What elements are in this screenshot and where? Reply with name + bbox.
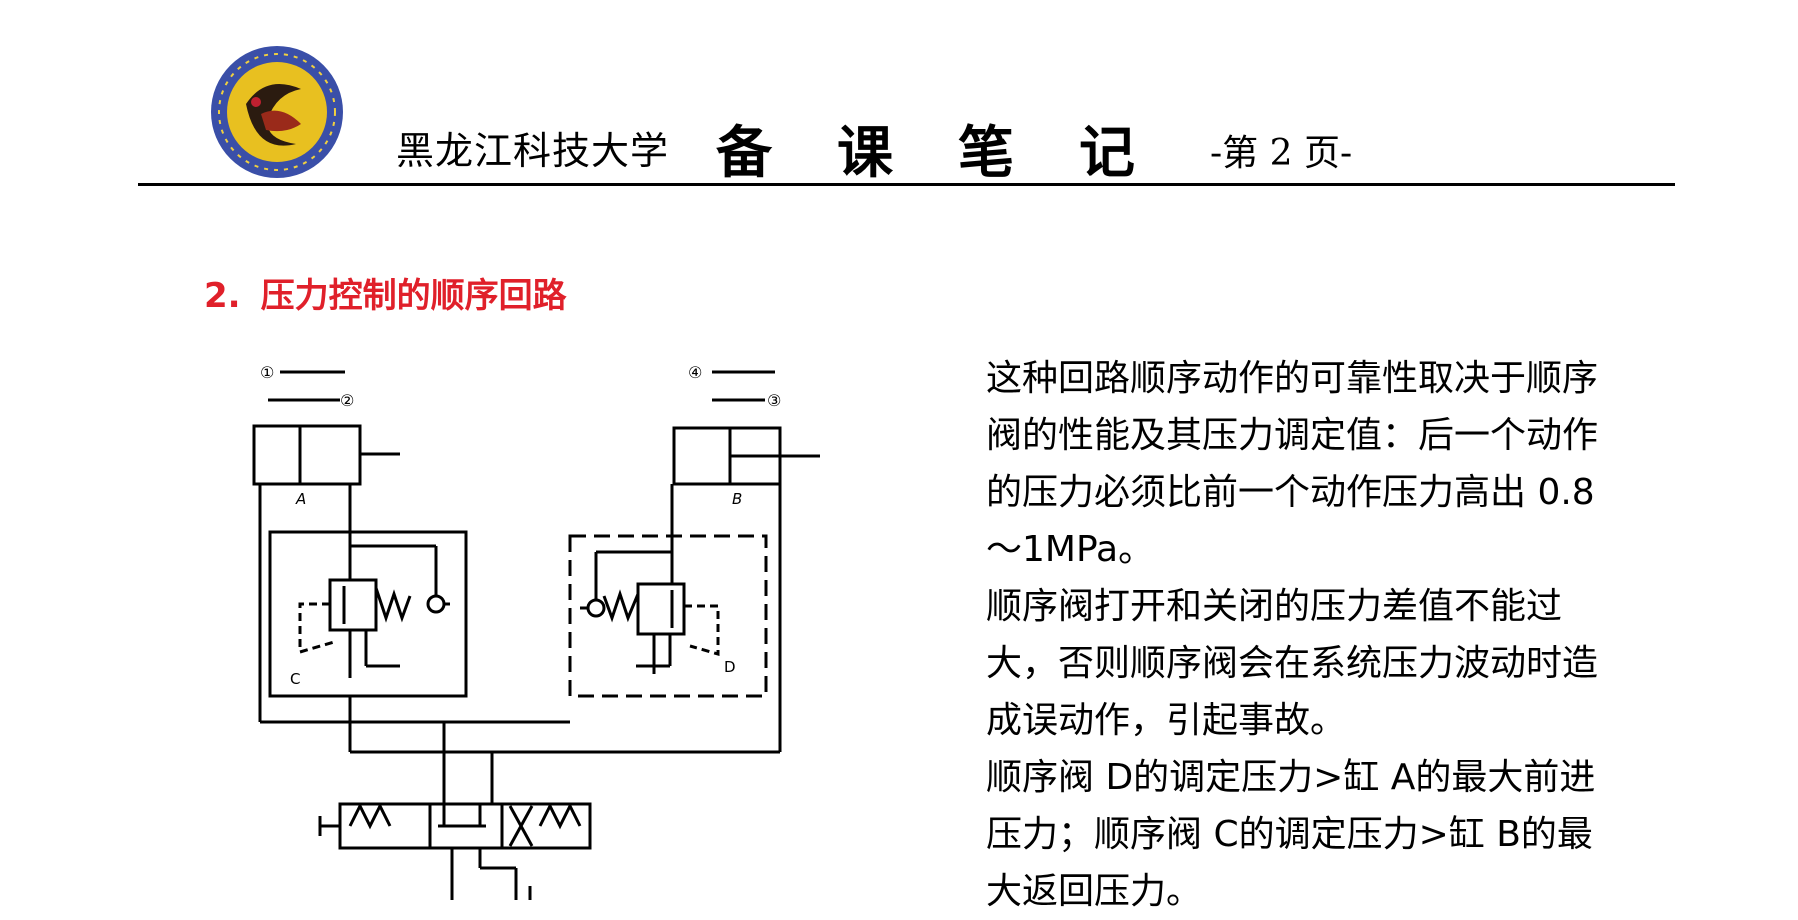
marker-1: ①	[260, 363, 274, 382]
notebook-char: 笔	[958, 121, 1014, 186]
body-text: 这种回路顺序动作的可靠性取决于顺序阀的性能及其压力调定值：后一个动作的压力必须比…	[986, 350, 1626, 920]
paragraph: 顺序阀打开和关闭的压力差值不能过大，否则顺序阀会在系统压力波动时造成误动作，引起…	[986, 586, 1599, 741]
label-c: C	[290, 670, 300, 688]
university-logo	[211, 46, 343, 178]
notebook-char: 备	[716, 121, 772, 186]
sequence-valve-c	[328, 578, 378, 632]
school-name: 黑龙江科技大学	[396, 129, 670, 173]
section-number: 2.	[204, 276, 241, 316]
page-number: -第 2 页-	[1210, 133, 1353, 174]
label-a: A	[295, 490, 306, 508]
sequence-valve-d	[636, 582, 686, 636]
paragraph: 这种回路顺序动作的可靠性取决于顺序阀的性能及其压力调定值：后一个动作的压力必须比…	[986, 358, 1599, 570]
sequence-valve-d-frame	[568, 534, 768, 698]
paragraph: 顺序阀 D的调定压力>缸 A的最大前进压力；顺序阀 C的调定压力>缸 B的最大返…	[986, 757, 1596, 912]
section-title: 压力控制的顺序回路	[260, 276, 567, 316]
notebook-char: 课	[837, 121, 893, 186]
marker-3: ③	[767, 391, 781, 410]
sequence-valve-c-frame	[268, 530, 468, 698]
notebook-title: 备课笔记	[716, 108, 1200, 189]
label-d: D	[724, 658, 736, 676]
notebook-char: 记	[1079, 121, 1135, 186]
label-b: B	[732, 490, 742, 508]
hydraulic-circuit-diagram: ① ② ④ ③ A B C D	[252, 363, 820, 900]
header-divider	[138, 183, 1675, 186]
marker-4: ④	[688, 363, 702, 382]
section-heading: 2. 压力控制的顺序回路	[204, 268, 567, 317]
marker-2: ②	[340, 391, 354, 410]
cylinder-a	[252, 424, 362, 486]
